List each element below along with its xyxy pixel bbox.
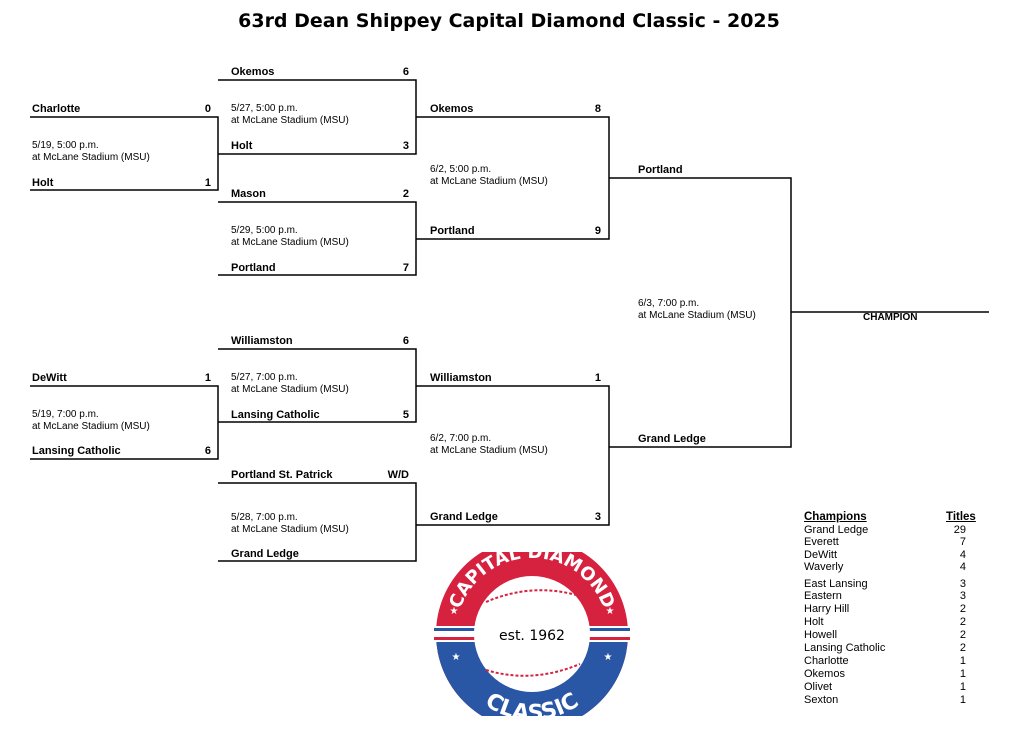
r1b-team1: DeWitt [32,372,67,384]
qf2-date: 5/29, 5:00 p.m. [231,225,298,236]
r1a-team1: Charlotte [32,103,81,115]
qf3-score1: 6 [402,335,409,347]
qf2-team2: Portland [231,262,276,274]
qf1-venue: at McLane Stadium (MSU) [231,115,349,126]
capital-diamond-classic-logo: CAPITAL DIAMOND est. 1962 CLASSIC ★ ★ ★ … [434,552,630,716]
final-team1: Portland [638,164,683,176]
champion-row-name: Harry Hill [804,603,850,615]
champion-row-titles: 1 [959,694,966,706]
qf1-score1: 6 [402,66,409,78]
logo-star-icon: ★ [604,652,613,663]
champion-row-titles: 1 [959,681,966,693]
qf4-date: 5/28, 7:00 p.m. [231,512,298,523]
champion-row-name: Eastern [804,590,842,602]
qf3-venue: at McLane Stadium (MSU) [231,384,349,395]
qf2-score2: 7 [402,262,409,274]
logo-baseball [474,576,590,692]
sf2-score1: 1 [594,372,601,384]
champion-row-titles: 2 [959,629,966,641]
champion-row-titles: 3 [959,590,966,602]
champion-row-titles: 2 [959,642,966,654]
titles-header: Titles [946,511,976,523]
qf4-team1: Portland St. Patrick [231,469,333,481]
champion-row-titles: 3 [959,578,966,590]
qf4-venue: at McLane Stadium (MSU) [231,524,349,535]
champion-row-name: Howell [804,629,838,641]
champion-row-name: Holt [804,616,824,628]
sf2-score2: 3 [594,511,601,523]
champion-row-name: Okemos [804,668,845,680]
qf2-team1: Mason [231,188,266,200]
final-date: 6/3, 7:00 p.m. [638,298,700,309]
champion-row-name: Waverly [804,561,844,573]
r1b-venue: at McLane Stadium (MSU) [32,421,150,432]
r1a-date: 5/19, 5:00 p.m. [32,140,99,151]
sf2-team2: Grand Ledge [430,511,498,523]
champion-row-titles: 2 [959,603,966,615]
champion-row-name: East Lansing [804,578,868,590]
logo-star-icon: ★ [450,606,459,617]
qf2-score1: 2 [402,188,409,200]
sf1-team1: Okemos [430,103,474,115]
champion-row-titles: 1 [959,668,966,680]
sf2-date: 6/2, 7:00 p.m. [430,433,492,444]
qf1-team1: Okemos [231,66,275,78]
r1b-date: 5/19, 7:00 p.m. [32,409,99,420]
champion-row-titles: 2 [959,616,966,628]
champion-label: CHAMPION [863,312,918,323]
champion-row-name: Grand Ledge [804,524,869,536]
champion-row-name: Olivet [804,681,833,693]
qf1-date: 5/27, 5:00 p.m. [231,103,298,114]
champion-row-name: Everett [804,536,839,548]
champion-row-titles: 7 [959,536,966,548]
sf2-team1: Williamston [430,372,492,384]
r1a-venue: at McLane Stadium (MSU) [32,152,150,163]
champion-row-name: Charlotte [804,655,849,667]
qf3-team2: Lansing Catholic [231,409,320,421]
page-title: 63rd Dean Shippey Capital Diamond Classi… [238,10,780,32]
sf1-team2: Portland [430,225,475,237]
sf1-score1: 8 [594,103,601,115]
champion-row-name: Lansing Catholic [804,642,886,654]
champions-header: Champions [804,511,867,523]
qf4-team2: Grand Ledge [231,548,299,560]
r1a-score1: 0 [204,103,211,115]
r1b-team2: Lansing Catholic [32,445,121,457]
final-venue: at McLane Stadium (MSU) [638,310,756,321]
r1a-score2: 1 [204,177,211,189]
champion-row-titles: 4 [959,561,966,573]
champion-row-titles: 1 [959,655,966,667]
r1b-score1: 1 [204,372,211,384]
logo-star-icon: ★ [606,606,615,617]
champion-row-name: Sexton [804,694,839,706]
qf3-team1: Williamston [231,335,293,347]
sf1-date: 6/2, 5:00 p.m. [430,164,492,175]
qf1-team2: Holt [231,140,253,152]
logo-center-text: est. 1962 [499,628,565,644]
qf4-score1: W/D [387,469,409,481]
sf2-venue: at McLane Stadium (MSU) [430,445,548,456]
qf1-score2: 3 [402,140,409,152]
champion-row-titles: 4 [959,549,966,561]
qf2-venue: at McLane Stadium (MSU) [231,237,349,248]
champion-row-name: DeWitt [804,549,837,561]
qf3-date: 5/27, 7:00 p.m. [231,372,298,383]
r1b-score2: 6 [204,445,211,457]
sf1-score2: 9 [594,225,601,237]
qf3-score2: 5 [402,409,409,421]
sf1-venue: at McLane Stadium (MSU) [430,176,548,187]
logo-star-icon: ★ [452,652,461,663]
champion-row-titles: 29 [953,524,966,536]
final-team2: Grand Ledge [638,433,706,445]
r1a-team2: Holt [32,177,54,189]
